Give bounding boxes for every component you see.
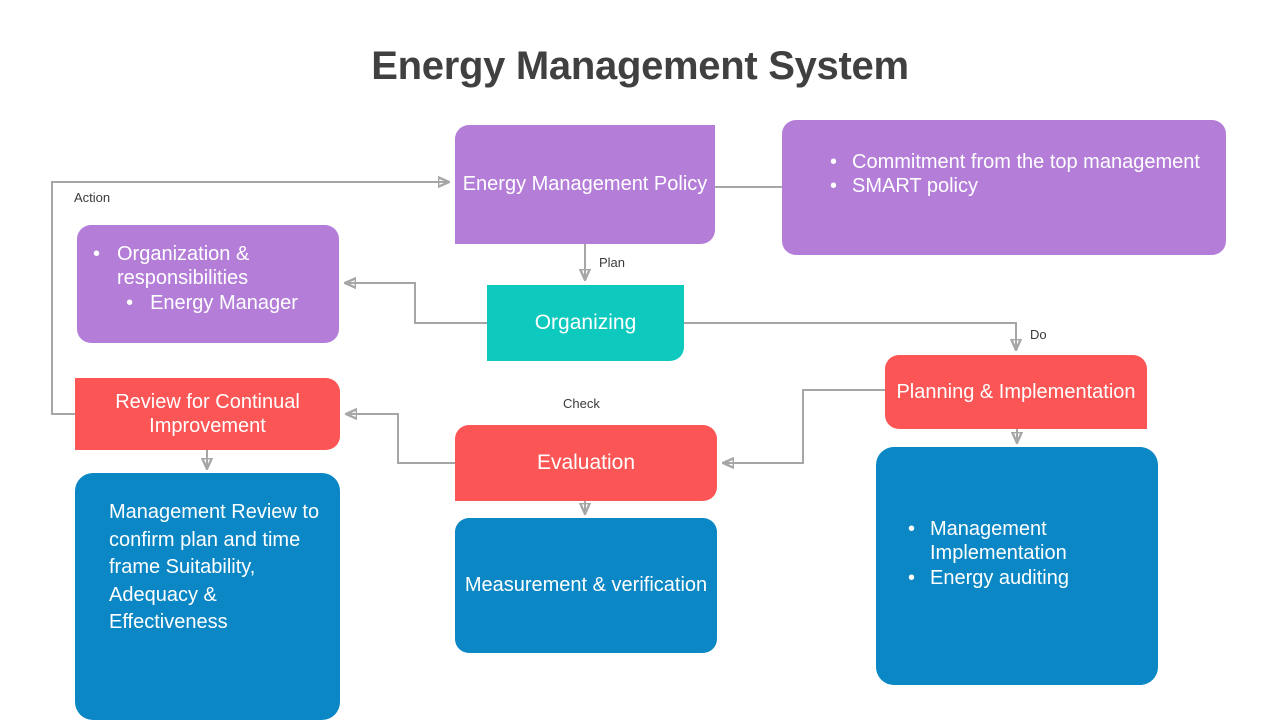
node-organization-responsibilities[interactable]: Organization & responsibilities Energy M… — [77, 225, 339, 343]
edge-do — [684, 322, 1016, 350]
node-review-continual-improvement[interactable]: Review for Continual Improvement — [75, 378, 340, 450]
node-planning-implementation-label: Planning & Implementation — [896, 380, 1136, 403]
node-management-implementation[interactable]: Management Implementation Energy auditin… — [876, 447, 1158, 685]
edge-organizing-to-organization — [345, 283, 487, 324]
node-policy-details[interactable]: Commitment from the top management SMART… — [782, 120, 1226, 255]
mgmt-implementation-bullet-list: Management Implementation Energy auditin… — [902, 517, 1148, 591]
policy-details-bullet-list: Commitment from the top management SMART… — [824, 150, 1212, 199]
organization-bullet-list: Organization & responsibilities Energy M… — [87, 242, 331, 316]
edge-planning-to-evaluation — [723, 389, 885, 463]
node-review-continual-improvement-label: Review for Continual Improvement — [115, 390, 300, 437]
node-organizing-label: Organizing — [534, 311, 637, 335]
list-item: Energy auditing — [902, 566, 1148, 591]
edge-label-do: Do — [1030, 327, 1047, 342]
list-item: Energy Manager — [120, 291, 298, 316]
node-energy-management-policy[interactable]: Energy Management Policy — [455, 125, 715, 244]
node-measurement-verification-label: Measurement & verification — [464, 574, 708, 597]
edge-label-action: Action — [74, 190, 111, 205]
node-evaluation-label: Evaluation — [536, 451, 636, 475]
page-title: Energy Management System — [371, 44, 909, 88]
node-evaluation[interactable]: Evaluation — [455, 425, 717, 501]
node-management-review-label: Management Review to confirm plan and ti… — [109, 501, 320, 634]
edge-label-check: Check — [563, 396, 600, 411]
node-planning-implementation[interactable]: Planning & Implementation — [885, 355, 1147, 429]
node-management-review[interactable]: Management Review to confirm plan and ti… — [75, 473, 340, 720]
list-item: SMART policy — [824, 174, 1212, 199]
list-item: Management Implementation — [902, 517, 1148, 566]
node-measurement-verification[interactable]: Measurement & verification — [455, 518, 717, 653]
list-item: Commitment from the top management — [824, 150, 1212, 175]
node-energy-management-policy-label: Energy Management Policy — [462, 173, 708, 196]
node-organizing[interactable]: Organizing — [487, 285, 684, 361]
edge-evaluation-to-review — [346, 414, 455, 464]
edge-label-plan: Plan — [599, 255, 626, 270]
list-item: Organization & responsibilities — [87, 242, 331, 291]
